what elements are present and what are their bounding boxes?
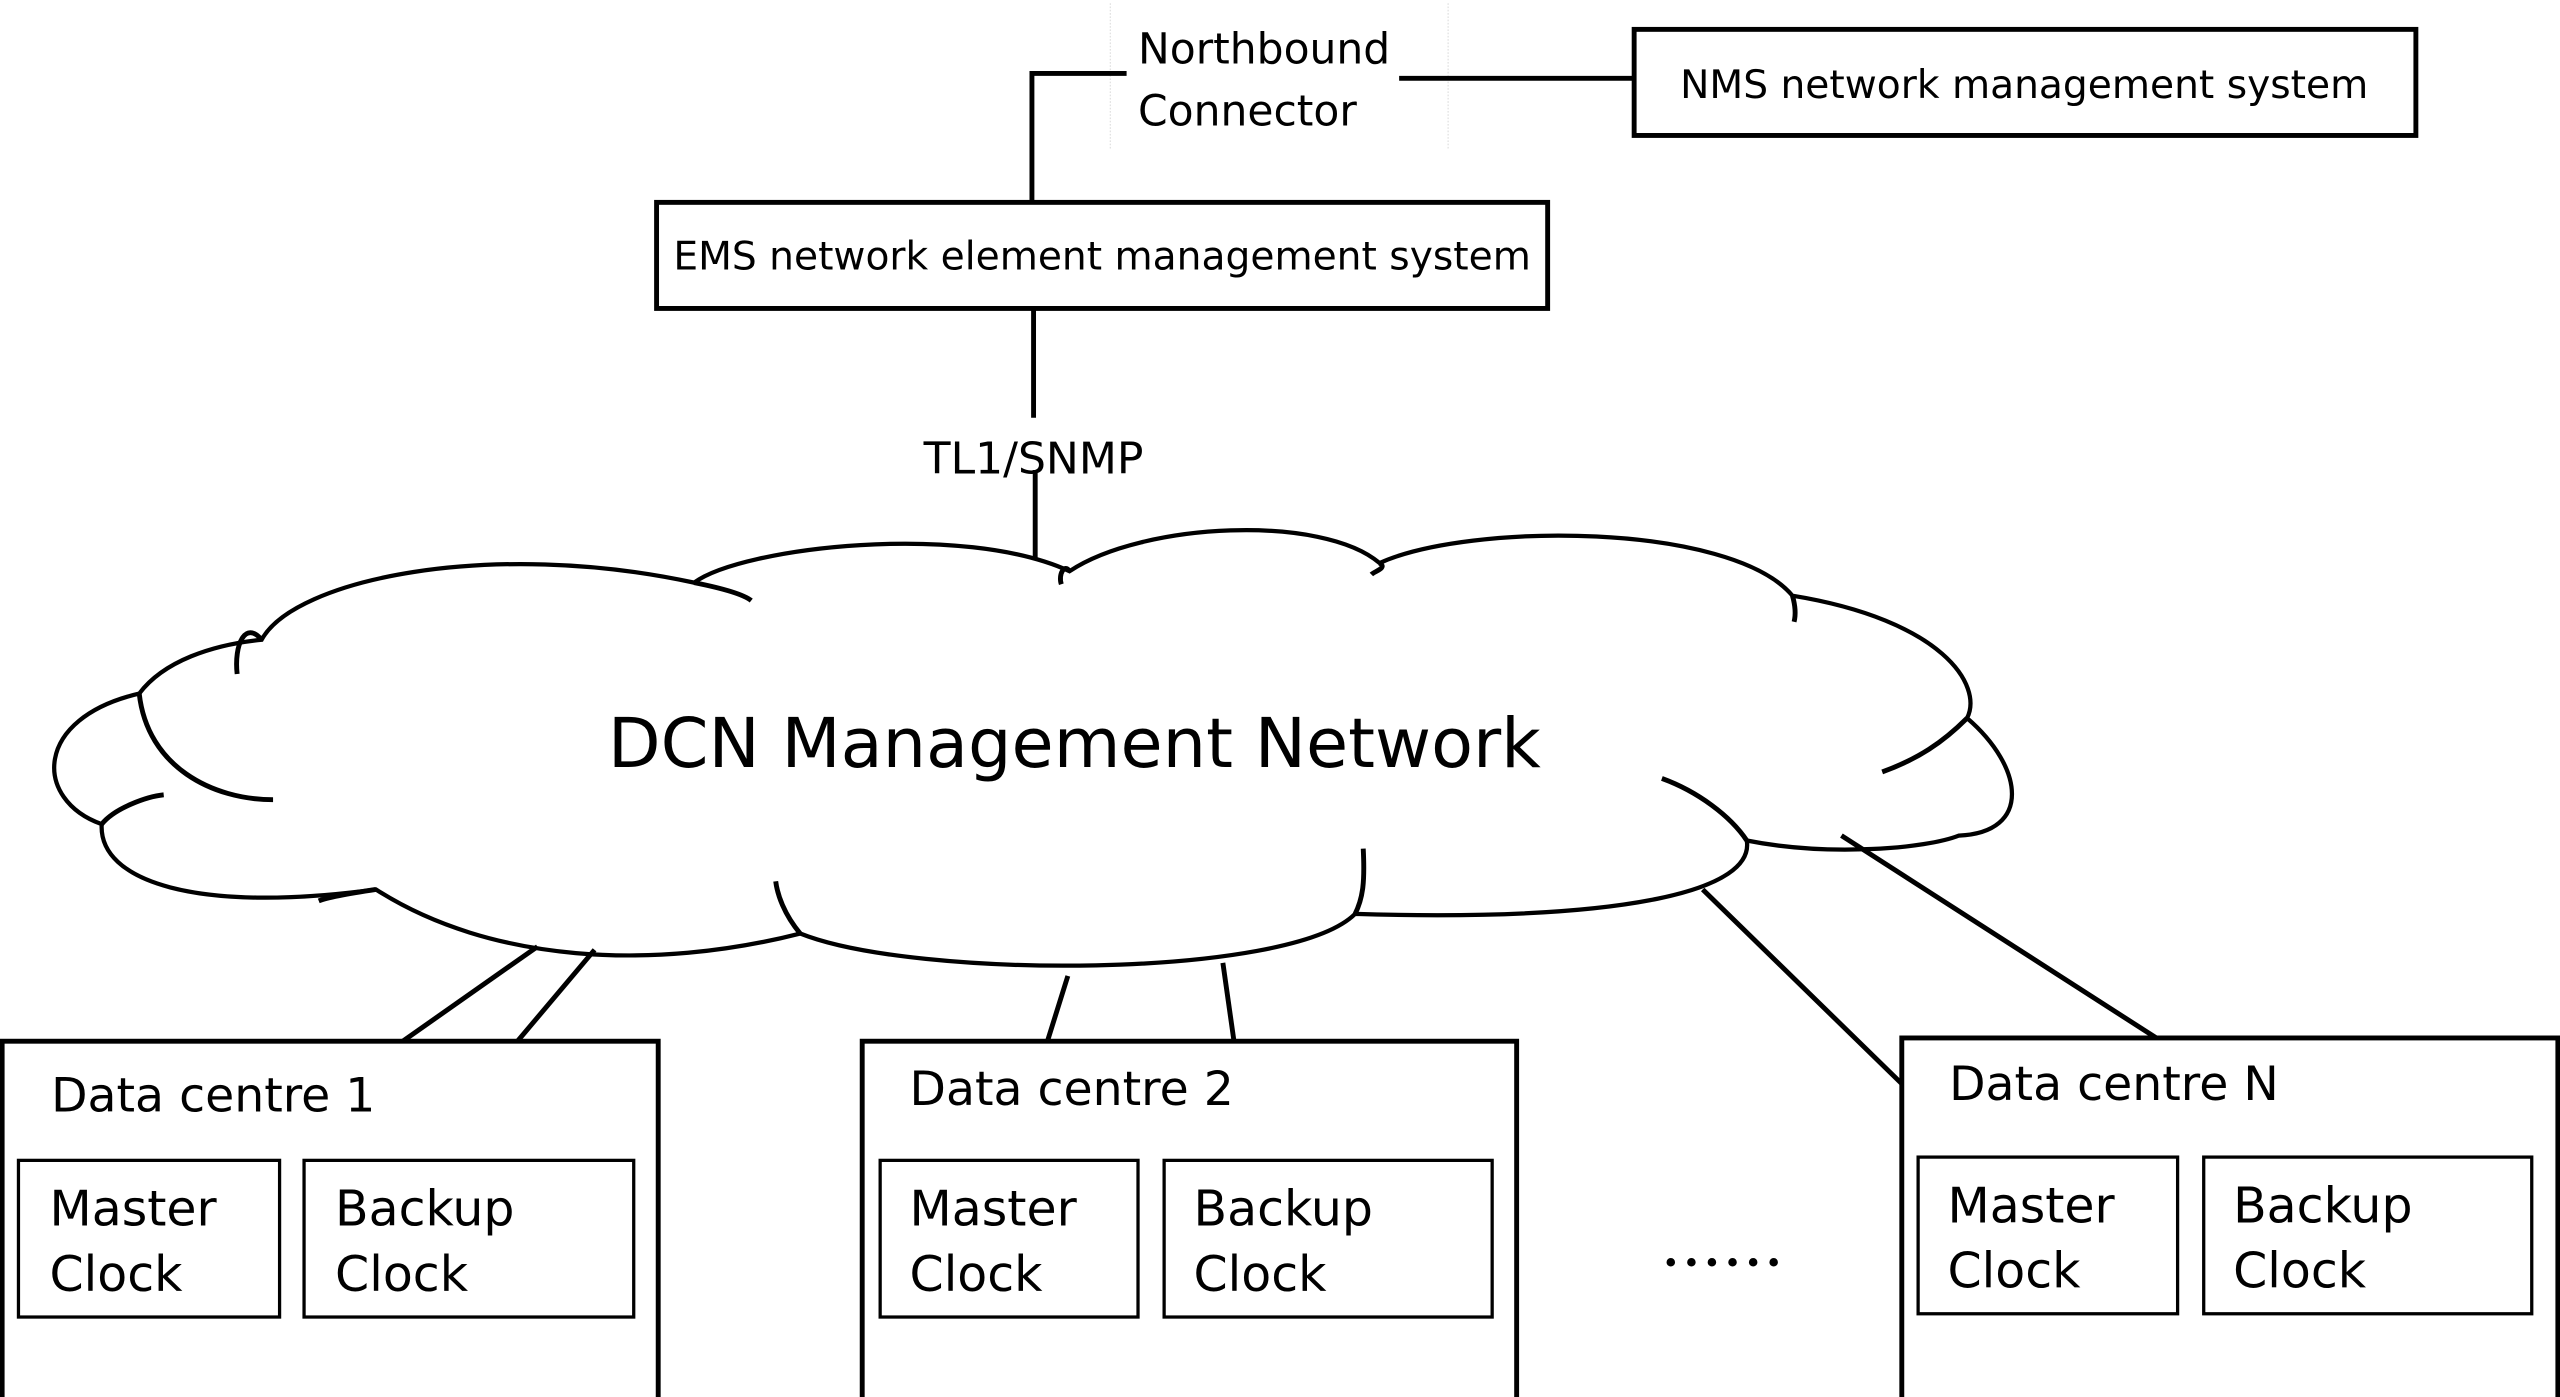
northbound-label-line1: Northbound xyxy=(1138,26,1390,75)
master-clock-line2: Clock xyxy=(1947,1243,2081,1300)
master-clock[interactable]: Master Clock xyxy=(16,1158,282,1319)
data-centre-n[interactable]: Data centre N Master Clock Backup Clock xyxy=(1899,1035,2560,1397)
nms-box[interactable]: NMS network management system xyxy=(1631,26,2419,138)
backup-clock-line1: Backup xyxy=(335,1181,514,1238)
master-clock-line1: Master xyxy=(1947,1177,2115,1234)
backup-clock-line2: Clock xyxy=(2233,1243,2367,1300)
backup-clock-line2: Clock xyxy=(1194,1246,1328,1303)
ems-label: EMS network element management system xyxy=(673,234,1531,279)
ems-to-northbound-line xyxy=(1029,70,1127,203)
more-data-centres-ellipsis: •••••• xyxy=(1662,1246,1786,1280)
dcn-cloud: DCN Management Network xyxy=(52,528,2014,968)
cloud-label: DCN Management Network xyxy=(608,704,1541,784)
northbound-connector: Northbound Connector xyxy=(1109,3,1449,151)
master-clock-line2: Clock xyxy=(910,1246,1044,1303)
backup-clock-line1: Backup xyxy=(1194,1181,1373,1238)
backup-clock-line2: Clock xyxy=(335,1246,469,1303)
backup-clock[interactable]: Backup Clock xyxy=(1162,1158,1494,1319)
nms-label: NMS network management system xyxy=(1680,63,2368,108)
protocol-label: TL1/SNMP xyxy=(923,433,1144,484)
backup-clock[interactable]: Backup Clock xyxy=(302,1158,636,1319)
data-centre-2[interactable]: Data centre 2 Master Clock Backup Clock xyxy=(859,1038,1520,1397)
data-centre-label: Data centre 2 xyxy=(910,1062,1234,1117)
master-clock[interactable]: Master Clock xyxy=(1916,1155,2180,1316)
data-centre-label: Data centre N xyxy=(1949,1057,2279,1112)
ems-box[interactable]: EMS network element management system xyxy=(654,199,1551,311)
master-clock-line2: Clock xyxy=(49,1246,183,1303)
master-clock-line1: Master xyxy=(49,1181,217,1238)
master-clock[interactable]: Master Clock xyxy=(878,1158,1140,1319)
backup-clock-line1: Backup xyxy=(2233,1177,2412,1234)
backup-clock[interactable]: Backup Clock xyxy=(2202,1155,2534,1316)
data-centre-1[interactable]: Data centre 1 Master Clock Backup Clock xyxy=(0,1038,661,1397)
master-clock-line1: Master xyxy=(910,1181,1078,1238)
data-centre-label: Data centre 1 xyxy=(51,1068,375,1123)
northbound-label-line2: Connector xyxy=(1138,88,1357,137)
